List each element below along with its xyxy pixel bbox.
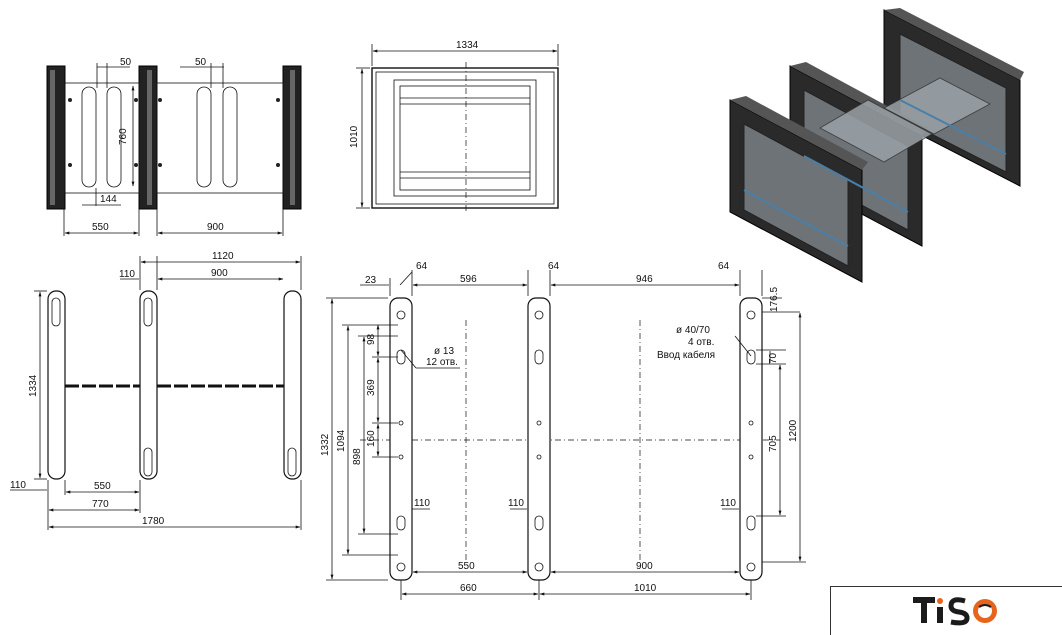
base-hole-count: 12 отв. [426, 357, 458, 368]
logo-box [830, 586, 1062, 635]
base-dim-110a: 110 [414, 498, 430, 509]
isometric-view [729, 8, 1024, 283]
base-dim-1200: 1200 [788, 419, 799, 442]
base-cable-count: 4 отв. [688, 337, 714, 348]
side-dim-1010: 1010 [349, 125, 360, 148]
base-dim-550: 550 [458, 561, 475, 572]
base-dim-1094: 1094 [336, 429, 347, 452]
plan-dim-1334: 1334 [28, 374, 39, 397]
base-dim-64b: 64 [548, 261, 560, 272]
base-dim-70: 70 [768, 352, 779, 364]
plan-dim-900: 900 [211, 268, 228, 279]
front-dim-550: 550 [92, 222, 109, 233]
side-view: 1334 1010 [349, 40, 559, 212]
tiso-logo [913, 597, 997, 626]
base-post-middle [527, 297, 551, 581]
base-dim-1010: 1010 [634, 583, 657, 594]
base-dim-64a: 64 [416, 261, 428, 272]
base-cable-label: ø 40/70 [676, 325, 710, 336]
base-dim-660: 660 [460, 583, 477, 594]
base-dim-946: 946 [636, 274, 653, 285]
plan-dim-1120: 1120 [212, 251, 234, 262]
front-dim-50a: 50 [120, 57, 132, 68]
base-dim-98: 98 [366, 333, 377, 345]
base-dim-705: 705 [768, 435, 779, 452]
plan-dim-550: 550 [94, 481, 111, 492]
base-dim-64c: 64 [718, 261, 730, 272]
plan-left-post [47, 290, 66, 480]
front-dim-760: 760 [118, 128, 129, 145]
plan-dim-110-left: 110 [10, 480, 26, 491]
base-dim-900: 900 [636, 561, 653, 572]
side-dim-1334: 1334 [456, 40, 479, 51]
plan-middle-post [139, 290, 158, 480]
base-hole-label: ø 13 [434, 346, 454, 357]
base-dim-1332: 1332 [320, 433, 331, 456]
front-left-post [46, 65, 66, 210]
base-cable-note: Ввод кабеля [657, 349, 715, 361]
base-dim-898: 898 [352, 448, 363, 465]
front-view: 50 50 760 144 550 900 [46, 57, 302, 236]
front-dim-50b: 50 [195, 57, 207, 68]
base-dim-176-5: 176.5 [769, 287, 780, 312]
base-dim-369: 369 [366, 379, 377, 396]
plan-view: 1120 110 900 1334 110 550 770 1780 [10, 251, 302, 530]
base-dim-110b: 110 [508, 498, 524, 509]
base-dim-160: 160 [366, 430, 377, 447]
plan-dim-770: 770 [92, 499, 109, 510]
base-post-right [739, 297, 763, 581]
base-dim-23: 23 [365, 275, 377, 286]
base-post-left [389, 297, 413, 581]
base-dim-110c: 110 [720, 498, 736, 509]
base-view: 23 64 596 64 946 64 176.5 1332 1094 898 … [320, 261, 806, 600]
base-dim-596: 596 [460, 274, 477, 285]
front-dim-900: 900 [207, 222, 224, 233]
front-dim-144: 144 [100, 194, 117, 205]
plan-dim-1780: 1780 [142, 516, 165, 527]
plan-right-post [283, 290, 302, 480]
plan-dim-110-top: 110 [119, 269, 135, 280]
